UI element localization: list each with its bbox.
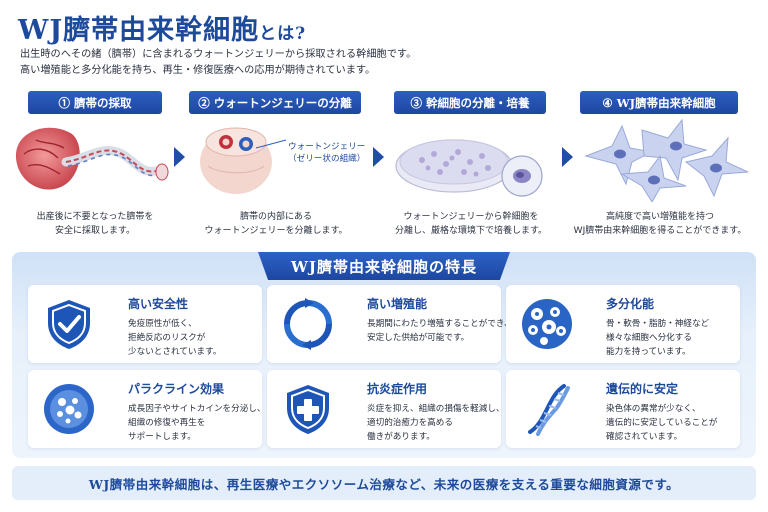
feature-title: 高い増殖能: [367, 297, 428, 311]
desc-line: 遺伝的に安定していることが: [606, 418, 718, 428]
dna-icon: [528, 384, 570, 436]
feature-card-proliferation: 高い増殖能 長期間にわたり増殖することができ、 安定した供給が可能です。: [267, 285, 513, 363]
feature-desc: 染色体の異常が少なく、 遺伝的に安定していることが 確認されています。: [606, 402, 717, 444]
intro-line-1: 出生時のへその緒（臍帯）に含まれるウォートンジェリーから採取される幹細胞です。: [20, 49, 417, 60]
desc-line: 様々な細胞へ分化する: [606, 333, 692, 343]
feature-desc: 成長因子やサイトカインを分泌し、 組織の修復や再生を サポートします。: [128, 402, 266, 444]
desc-line: 組織の修復や再生を: [128, 418, 206, 428]
step-4-caption: 高純度で高い増殖能を持つ WJ臍帯由来幹細胞を得ることができます。: [570, 210, 750, 238]
feature-card-anti-inflammatory: 抗炎症作用 炎症を抑え、組織の損傷を軽減し、 適切的治癒力を高める 働きがありま…: [267, 370, 505, 448]
feature-card-genetic-stability: 遺伝的に安定 染色体の異常が少なく、 遺伝的に安定していることが 確認されていま…: [506, 370, 740, 448]
step-2-caption: 臍帯の内部にある ウォートンジェリーを分離します。: [192, 210, 360, 238]
desc-line: 染色体の異常が少なく、: [606, 404, 701, 414]
desc-line: 成長因子やサイトカインを分泌し、: [128, 404, 266, 414]
intro-text: 出生時のへその緒（臍帯）に含まれるウォートンジェリーから採取される幹細胞です。 …: [20, 47, 416, 79]
petri-dish-illustration: [395, 139, 543, 197]
footer-banner: WJ臍帯由来幹細胞は、再生医療やエクソソーム治療など、未来の医療を支える重要な細…: [12, 466, 756, 500]
shield-check-icon: [48, 300, 90, 349]
step-1-label: ① 臍帯の採取: [28, 91, 162, 114]
feature-title: パラクライン効果: [128, 382, 225, 396]
feature-title: 高い安全性: [128, 297, 189, 311]
feature-desc: 炎症を抑え、組織の損傷を軽減し、 適切的治癒力を高める 働きがあります。: [367, 402, 505, 444]
caption-line: 高純度で高い増殖能を持つ: [605, 212, 714, 222]
feature-desc: 長期間にわたり増殖することができ、 安定した供給が可能です。: [367, 317, 513, 345]
caption-line: ウォートンジェリーから幹細胞を: [403, 212, 539, 222]
desc-line: 骨・軟骨・脂肪・神経など: [606, 319, 710, 329]
desc-line: 確認されています。: [606, 432, 683, 442]
title-suffix: とは?: [259, 24, 307, 44]
cord-cross-section-illustration: [200, 127, 287, 194]
page-title: WJ臍帯由来幹細胞とは?: [18, 8, 306, 47]
caption-line: 臍帯の内部にある: [239, 212, 312, 222]
step-arrow-icon: [562, 147, 573, 167]
feature-title: 多分化能: [606, 297, 655, 311]
step-1-caption: 出産後に不要となった臍帯を 安全に採取します。: [20, 210, 170, 238]
desc-line: 拒絶反応のリスクが: [128, 333, 206, 343]
desc-line: サポートします。: [128, 432, 196, 442]
feature-card-safety: 高い安全性 免疫原性が低く、 拒絶反応のリスクが 少ないとされています。: [28, 285, 262, 363]
feature-title: 抗炎症作用: [367, 382, 428, 396]
desc-line: 免疫原性が低く、: [128, 319, 197, 329]
feature-card-paracrine: パラクライン効果 成長因子やサイトカインを分泌し、 組織の修復や再生を サポート…: [28, 370, 266, 448]
callout-line-2: （ゼリー状の組織）: [288, 154, 366, 164]
step-arrow-icon: [174, 147, 185, 167]
umbilical-cord-illustration: [15, 127, 169, 190]
desc-line: 働きがあります。: [367, 432, 435, 442]
intro-line-2: 高い増殖能と多分化能を持ち、再生・修復医療への応用が期待されています。: [20, 65, 376, 76]
feature-card-multipotency: 多分化能 骨・軟骨・脂肪・神経など 様々な細胞へ分化する 能力を持っています。: [506, 285, 740, 363]
cells-icon: [522, 299, 572, 349]
step-3-label: ③ 幹細胞の分離・培養: [394, 91, 546, 114]
desc-line: 適切的治癒力を高める: [367, 418, 453, 428]
desc-line: 安定した供給が可能です。: [367, 333, 470, 343]
cycle-arrows-icon: [284, 298, 332, 350]
caption-line: ウォートンジェリーを分離します。: [204, 226, 348, 236]
caption-line: WJ臍帯由来幹細胞を得ることができます。: [573, 226, 747, 236]
title-main: WJ臍帯由来幹細胞: [18, 15, 260, 46]
wharton-jelly-callout: ウォートンジェリー （ゼリー状の組織）: [288, 141, 365, 165]
features-title: WJ臍帯由来幹細胞の特長: [258, 252, 510, 280]
caption-line: 分離し、厳格な環境下で培養します。: [394, 226, 548, 236]
step-3-caption: ウォートンジェリーから幹細胞を 分離し、厳格な環境下で培養します。: [386, 210, 556, 238]
step-4-label: ④ WJ臍帯由来幹細胞: [580, 91, 738, 114]
step-2-label: ② ウォートンジェリーの分離: [189, 91, 361, 114]
caption-line: 出産後に不要となった臍帯を: [36, 212, 154, 222]
desc-line: 能力を持っています。: [606, 347, 691, 357]
feature-desc: 骨・軟骨・脂肪・神経など 様々な細胞へ分化する 能力を持っています。: [606, 317, 709, 359]
shield-cross-icon: [287, 385, 329, 434]
desc-line: 炎症を抑え、組織の損傷を軽減し、: [367, 404, 505, 414]
desc-line: 長期間にわたり増殖することができ、: [367, 319, 513, 329]
desc-line: 少ないとされています。: [128, 347, 222, 357]
feature-desc: 免疫原性が低く、 拒絶反応のリスクが 少ないとされています。: [128, 317, 221, 359]
feature-title: 遺伝的に安定: [606, 382, 679, 396]
stem-cells-illustration: [584, 118, 749, 202]
vesicle-icon: [44, 384, 94, 434]
step-arrow-icon: [373, 147, 384, 167]
caption-line: 安全に採取します。: [54, 226, 136, 236]
callout-line-1: ウォートンジェリー: [288, 142, 366, 152]
